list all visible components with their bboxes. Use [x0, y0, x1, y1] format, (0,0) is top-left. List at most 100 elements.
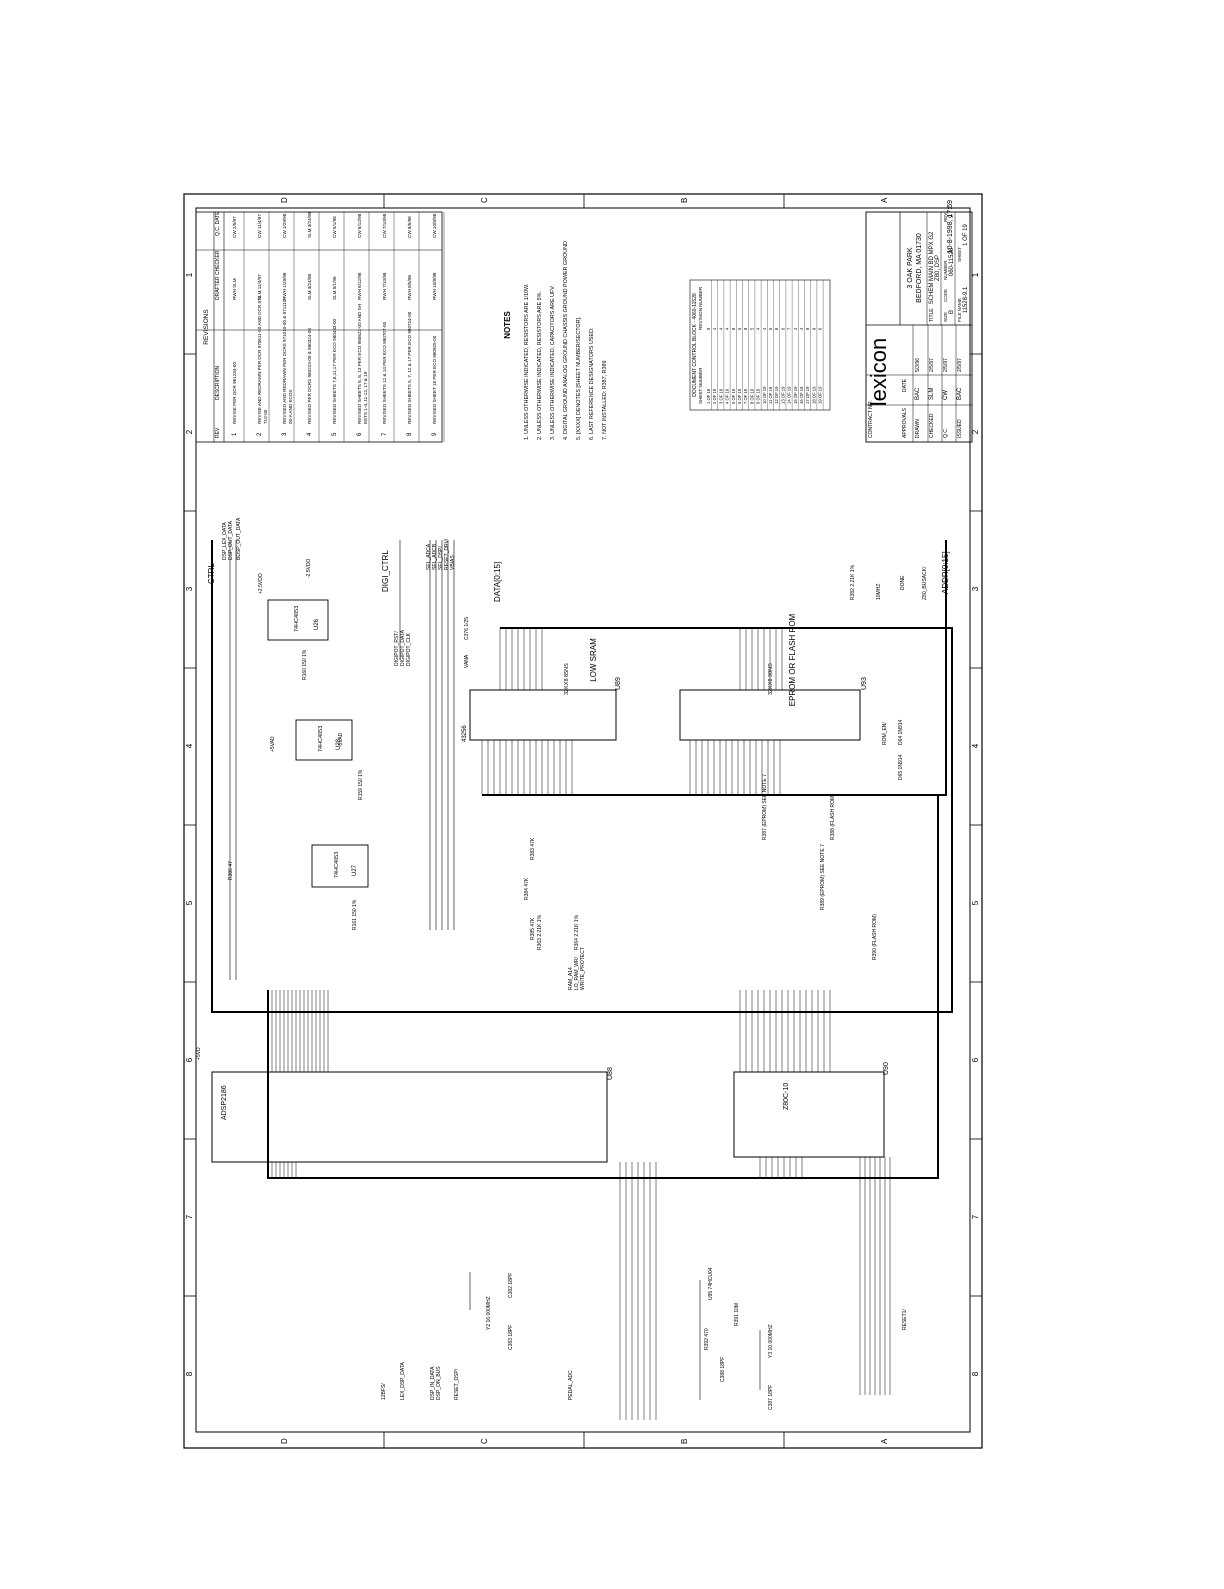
offsheet-signal-label: 12BFS/ — [381, 1383, 387, 1400]
zone-letter-bottom: A — [880, 1438, 889, 1444]
pot-chip-2: 74HC4053 U28 — [295, 719, 353, 761]
zone-number-left: 3 — [185, 586, 194, 591]
wiring — [229, 540, 891, 1420]
sram-label: LOW SRAM — [589, 638, 598, 682]
dsp-part: ADSP2186 — [221, 1085, 228, 1120]
component-label: D65 1N914 — [898, 754, 904, 780]
sheet-value: 1 OF 19 — [963, 224, 969, 246]
file-label: FILE NAME — [957, 298, 962, 322]
revision-description-cont: EETS 1-4, 11-12, 17 & 19 — [363, 371, 368, 424]
sram-ref: U89 — [615, 677, 622, 690]
offsheet-signal-label: DSP_OUT_DATA — [228, 520, 234, 560]
offsheet-signal-label: LEX_DSP_DATA — [400, 1361, 406, 1400]
rev-header-qc: Q.C. DATE — [215, 211, 221, 236]
doc-row-rev: 7 — [787, 327, 792, 330]
approval-by: BAC — [915, 387, 921, 400]
offsheet-signal-label: DSP_ON_BUS — [436, 1366, 442, 1400]
revision-description: REVISE PER DCR 961234-00 — [232, 362, 237, 424]
approval-by: SLM — [929, 388, 935, 400]
power-label: VANA — [464, 654, 470, 668]
note-line: 1. UNLESS OTHERWISE INDICATED, RESISTORS… — [524, 284, 530, 440]
revision-description: REVISED SHEETS 7,8,11,17 PER ECO 980433-… — [332, 318, 337, 424]
revision-qc: CW 7/10/98 — [382, 213, 387, 238]
doc-row-rev: 4 — [793, 327, 798, 330]
power-label: +5VD — [196, 1047, 202, 1060]
approval-role: ISSUED — [957, 419, 963, 438]
component-label: R390 (FLASH ROM) — [872, 914, 878, 960]
revision-number: 5 — [332, 432, 338, 436]
sram-org: 32KX8 85NS — [564, 663, 570, 695]
component-label: R363 2.21K 1% — [537, 914, 543, 950]
component-label: C383 18PF — [508, 1325, 514, 1350]
doc-row-rev: 4 — [762, 327, 767, 330]
digi-ctrl-bus-label: DIGI_CTRL — [381, 550, 390, 592]
doc-row-sheet: 5 OF 19 — [731, 388, 736, 404]
offsheet-signal-label: Z80_BUSACK/ — [922, 566, 928, 600]
zone-letter-bottom: D — [280, 1438, 289, 1444]
doc-row-rev: 5 — [749, 327, 754, 330]
doc-row-rev: 8 — [743, 327, 748, 330]
revision-number: 9 — [432, 432, 438, 436]
revision-number: 1 — [232, 432, 238, 436]
zone-number-left: 4 — [185, 743, 194, 748]
doc-row-sheet: 8 OF 19 — [749, 388, 754, 404]
component-label: R161 150 1% — [352, 899, 358, 930]
cpu-part: Z80C-10 — [783, 1083, 790, 1110]
component-label: R389 (EPROM) SEE NOTE 7 — [820, 844, 826, 910]
eprom-label: EPROM OR FLASH ROM — [788, 613, 797, 706]
revision-drafter: RWH 6/12/98 — [357, 272, 362, 300]
notes-block: NOTES 1. UNLESS OTHERWISE INDICATED, RES… — [503, 241, 608, 440]
zone-number-right: 1 — [971, 272, 980, 277]
component-label: R391 10M — [734, 1303, 740, 1326]
revision-drafter: RWH 10/8/98 — [432, 272, 437, 300]
rev-header-drafter: DRAFTER CHECKER — [215, 250, 221, 300]
zone-number-left: 1 — [185, 272, 194, 277]
offsheet-signal-label: DIGIPOT_CLK — [406, 632, 412, 666]
offsheet-signal-label: BDSP_OUT_DATA — [236, 517, 242, 560]
sheet-label: SHEET — [957, 247, 962, 262]
doc-row-rev: 9 — [811, 327, 816, 330]
timestamp: 10-8-1998, 17:59 — [947, 200, 954, 253]
zone-number-right: 5 — [971, 900, 980, 905]
doc-row-rev: 6 — [737, 327, 742, 330]
addr-bus-label: ADDR[0:15] — [941, 551, 950, 594]
approval-role: DRAWN — [915, 419, 921, 438]
revision-number: 3 — [282, 432, 288, 436]
pot-chip-3: 74HC4053 U27 — [311, 844, 369, 888]
offsheet-signal-label: DIGIPOT_RST/ — [394, 631, 400, 666]
revision-number: 6 — [357, 432, 363, 436]
zone-number-right: 6 — [971, 1057, 980, 1062]
note-line: 2. UNLESS OTHERWISE INDICATED, RESISTORS… — [537, 291, 543, 440]
zone-number-left: 6 — [185, 1057, 194, 1062]
pot-chip-1: 74HC4053 U26 — [267, 599, 329, 641]
zone-number-left: 2 — [185, 429, 194, 434]
zone-number-right: 2 — [971, 429, 980, 434]
revision-qc: CW 11/4/97 — [257, 214, 262, 238]
component-label: C376 1/25 — [464, 617, 470, 640]
doc-row-sheet: 3 OF 19 — [718, 388, 723, 404]
offsheet-signal-label: RESET_DRV/ — [444, 538, 450, 570]
zone-number-right: 8 — [971, 1371, 980, 1376]
doc-row-rev: 4 — [712, 327, 717, 330]
component-label: R160 150 1% — [302, 649, 308, 680]
subtitle-text: Z80, DSP — [935, 255, 941, 281]
revision-qc: CW 5/1/98 — [332, 216, 337, 238]
power-label: +5VAD — [270, 736, 276, 752]
contract-label: CONTRACT NO. — [868, 400, 874, 438]
component-label: R385 47K — [530, 917, 536, 940]
eprom-org: 32KX8 90NS — [768, 663, 774, 695]
size-label: SIZE — [943, 312, 948, 322]
component-label: C382 18PF — [508, 1273, 514, 1298]
doc-row-sheet: 17 OF 19 — [805, 386, 810, 404]
component-label: R364 2.21K 1% — [574, 914, 580, 950]
approval-role: Q.C. — [943, 428, 949, 438]
offsheet-signal-label: 10MHZ — [876, 584, 882, 600]
component-label: R382 2.21K 1% — [850, 564, 856, 600]
approval-by: BAC — [957, 387, 963, 400]
doc-row-rev: 8 — [774, 327, 779, 330]
doc-row-rev: 4 — [725, 327, 730, 330]
